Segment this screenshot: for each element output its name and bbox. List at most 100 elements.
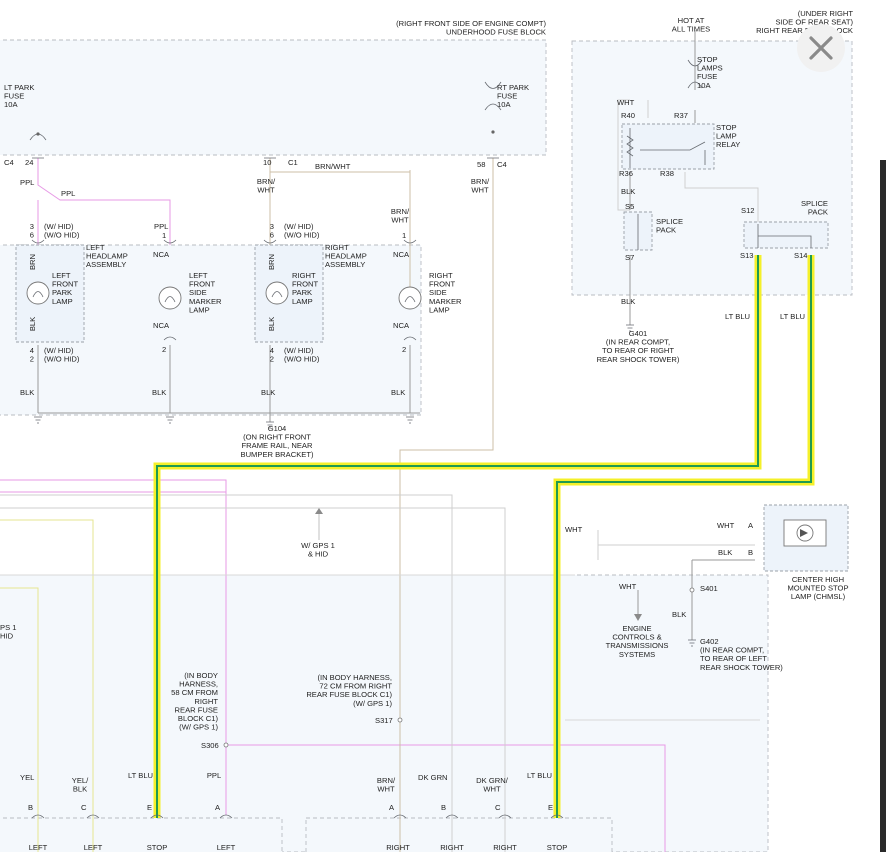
- label-wire-yel-blk: YEL/BLK: [72, 776, 89, 794]
- text-s12: S12: [741, 206, 755, 215]
- text-s7: S7: [625, 253, 634, 262]
- text-s13: S13: [740, 251, 754, 260]
- splice-pack-s12-box: [743, 221, 829, 249]
- text-pin-2a: 2: [162, 345, 166, 354]
- text-bot-stop-2: STOP: [547, 843, 568, 852]
- text-wire-blk-6: BLK: [152, 388, 166, 397]
- text-wire-dk-grn: DK GRN: [418, 773, 448, 782]
- engine-controls-arrow: [634, 614, 642, 621]
- right-stop-module-box: [305, 817, 613, 852]
- text-wire-lt-blu-3: LT BLU: [128, 771, 153, 780]
- text-s317: S317: [375, 716, 393, 725]
- text-wire-wht-1: WHT: [617, 98, 635, 107]
- text-brn-2: BRN: [267, 254, 276, 270]
- text-pin-10: 10: [263, 158, 271, 167]
- text-bot-stop-1: STOP: [147, 843, 168, 852]
- label-wire-brn-wht-4: BRN/WHT: [377, 776, 396, 794]
- text-wire-wht-4: WHT: [619, 582, 637, 591]
- text-conn-b2: B: [441, 803, 446, 812]
- highlight-lt-blu-left: [156, 255, 759, 818]
- text-conn-e2: E: [548, 803, 553, 812]
- text-wire-ppl-1: PPL: [20, 178, 34, 187]
- wire-misc-run: [0, 574, 760, 721]
- text-nca-1: NCA: [153, 250, 170, 259]
- right-side-marker-bulb: [398, 286, 422, 310]
- wire-chmsl-blk: [691, 559, 755, 640]
- window-edge: [880, 160, 886, 852]
- label-wire-brn-wht-1: BRN/WHT: [257, 177, 276, 195]
- label-lh-w-hid-bot: (W/ HID)(W/O HID): [44, 346, 80, 364]
- text-conn-e1: E: [147, 803, 152, 812]
- text-blk-v2: BLK: [267, 317, 276, 331]
- text-conn-c2: C: [495, 803, 501, 812]
- right-headlamp-assembly-box: [254, 244, 324, 343]
- text-bot-right-3: RIGHT: [493, 843, 517, 852]
- gps-arrow-head: [315, 508, 323, 514]
- text-c1: C1: [288, 158, 298, 167]
- wire-ppl-lower: [0, 479, 227, 720]
- wire-yel-run: [0, 519, 94, 852]
- label-wire-brn-wht-2: BRN/WHT: [391, 207, 410, 225]
- text-r37: R37: [674, 111, 688, 120]
- text-wire-yel: YEL: [20, 773, 34, 782]
- underhood-fuse-block-box: [0, 39, 547, 156]
- text-wire-blk-4: BLK: [672, 610, 686, 619]
- text-chmsl-a: A: [748, 521, 754, 530]
- wire-dk-grn-run: [0, 494, 506, 852]
- text-wire-blk-7: BLK: [261, 388, 275, 397]
- text-s306: S306: [201, 741, 219, 750]
- label-lh-w-hid-top: (W/ HID)(W/O HID): [44, 222, 80, 240]
- text-wire-ppl-3: PPL: [154, 222, 168, 231]
- splice-pack-s12-bar: [757, 224, 812, 248]
- wire-ppl-s306: [225, 720, 666, 852]
- stop-lamp-relay-coil: [626, 128, 706, 168]
- text-wire-wht-3: WHT: [717, 521, 735, 530]
- text-wire-blk-1: BLK: [621, 187, 635, 196]
- underhood-fuse-block-title: (RIGHT FRONT SIDE OF ENGINE COMPT)UNDERH…: [396, 19, 546, 37]
- ground-symbols: [34, 324, 696, 647]
- text-r36: R36: [619, 169, 633, 178]
- text-pin-24: 24: [25, 158, 33, 167]
- close-button[interactable]: [797, 24, 845, 72]
- text-nca-4: NCA: [393, 321, 410, 330]
- right-front-park-lamp-bulb: [265, 281, 289, 305]
- splice-points: [223, 587, 695, 748]
- text-wire-wht-2: WHT: [565, 525, 583, 534]
- text-wire-brn-wht-h: BRN/WHT: [315, 162, 351, 171]
- text-pin-1a: 1: [162, 231, 166, 240]
- label-rh-w-hid-top: (W/ HID)(W/O HID): [284, 222, 320, 240]
- text-s401: S401: [700, 584, 718, 593]
- wire-relay-out: [684, 172, 759, 222]
- lt-park-fuse-symbol: [29, 132, 47, 141]
- label-wire-dk-grn-wht: DK GRN/WHT: [476, 776, 509, 794]
- text-wire-blk-2: BLK: [621, 297, 635, 306]
- text-conn-b1: B: [28, 803, 33, 812]
- text-wire-lt-blu-1: LT BLU: [725, 312, 750, 321]
- text-pin-1b: 1: [402, 231, 406, 240]
- close-icon: [809, 36, 833, 60]
- wire-chmsl-wht: [597, 530, 755, 560]
- text-wire-blk-8: BLK: [391, 388, 405, 397]
- text-c4-left: C4: [4, 158, 14, 167]
- label-rh-w-hid-bot: (W/ HID)(W/O HID): [284, 346, 320, 364]
